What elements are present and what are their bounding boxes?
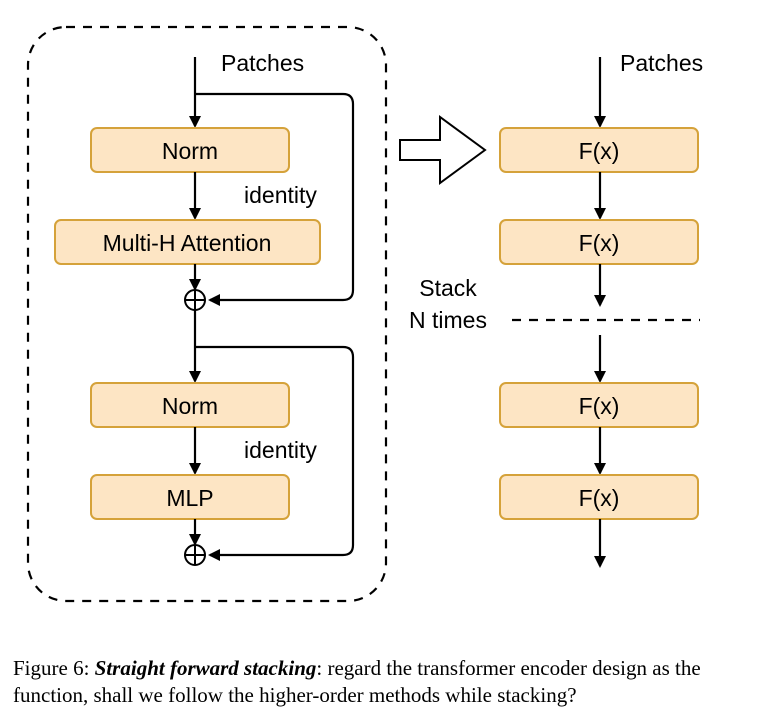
figure-caption: Figure 6: Straight forward stacking: reg… [13, 655, 773, 709]
encoder-block-frame [26, 25, 388, 603]
fx-label-1: F(x) [579, 138, 620, 164]
stack-label: Stack [419, 275, 477, 301]
caption-prefix: Figure 6: [13, 656, 95, 680]
identity-label-2: identity [244, 437, 317, 463]
norm-box-1 [90, 127, 290, 173]
patches-label: Patches [221, 50, 304, 76]
add-icon-1 [184, 289, 206, 311]
architecture-diagram: Patches Norm identity Multi-H Attention … [26, 25, 703, 603]
right-patches-label: Patches [620, 50, 703, 76]
attention-label: Multi-H Attention [103, 230, 272, 256]
n-times-label: N times [409, 307, 487, 333]
norm-box-2 [90, 382, 290, 428]
caption-emphasis: Straight forward stacking [94, 656, 317, 680]
mlp-label: MLP [166, 485, 213, 511]
add-icon-2 [184, 544, 206, 566]
norm-label-1: Norm [162, 138, 218, 164]
fx-label-4: F(x) [579, 485, 620, 511]
residual-connection-1 [195, 92, 355, 306]
attention-box [54, 219, 321, 265]
fx-label-3: F(x) [579, 393, 620, 419]
fx-label-2: F(x) [579, 230, 620, 256]
mlp-box [90, 474, 290, 520]
norm-label-2: Norm [162, 393, 218, 419]
residual-connection-2 [195, 345, 355, 561]
identity-label-1: identity [244, 182, 317, 208]
caption-body: : regard the transformer encoder design … [13, 656, 701, 707]
transform-arrow-icon [399, 115, 487, 185]
